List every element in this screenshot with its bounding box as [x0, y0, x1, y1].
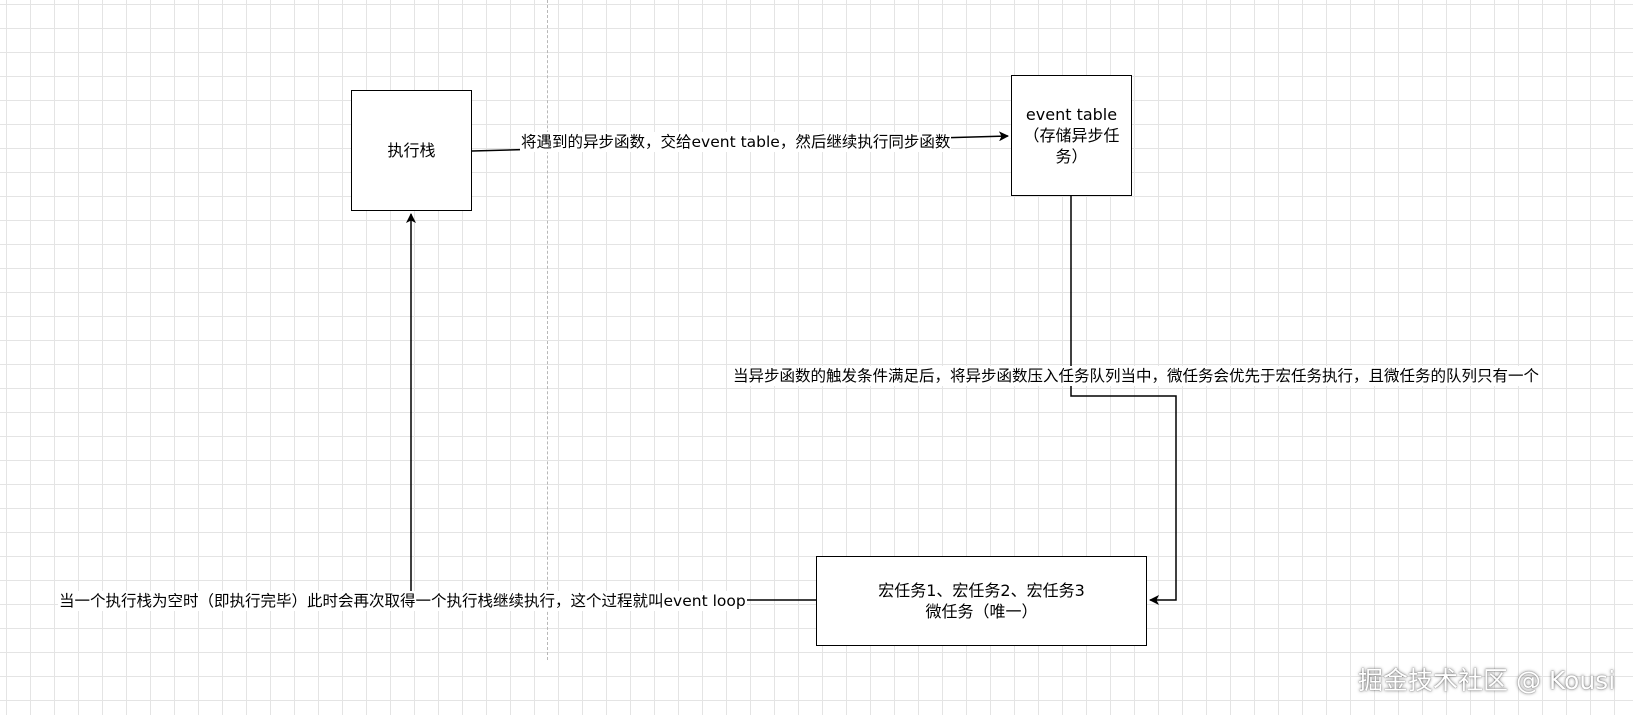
edge-label-event-table-to-queue: 当异步函数的触发条件满足后，将异步函数压入任务队列当中，微任务会优先于宏任务执行… [732, 366, 1541, 386]
edge-label-stack-to-event-table: 将遇到的异步函数，交给event table，然后继续执行同步函数 [520, 132, 952, 152]
execution-stack-node[interactable]: 执行栈 [351, 90, 472, 211]
edge-event-table-to-queue[interactable] [1070, 196, 1177, 605]
edge-label-queue-to-stack: 当一个执行栈为空时（即执行完毕）此时会再次取得一个执行栈继续执行，这个过程就叫e… [58, 591, 747, 611]
event-table-title: event table [1025, 105, 1118, 124]
execution-stack-label: 执行栈 [387, 141, 436, 160]
macro-tasks-label: 宏任务1、宏任务2、宏任务3 [878, 581, 1085, 600]
event-table-node[interactable]: event table （存储异步任 务） [1011, 75, 1132, 196]
page-break-line [547, 0, 548, 660]
micro-task-label: 微任务（唯一） [925, 602, 1038, 621]
task-queue-node[interactable]: 宏任务1、宏任务2、宏任务3 微任务（唯一） [816, 556, 1147, 646]
event-table-subtitle-line-1: （存储异步任 [1023, 126, 1120, 145]
edge-queue-to-stack[interactable] [406, 213, 816, 601]
event-table-subtitle-line-2: 务） [1055, 147, 1088, 166]
juejin-watermark: 掘金技术社区 @ Kousi [1358, 666, 1616, 695]
